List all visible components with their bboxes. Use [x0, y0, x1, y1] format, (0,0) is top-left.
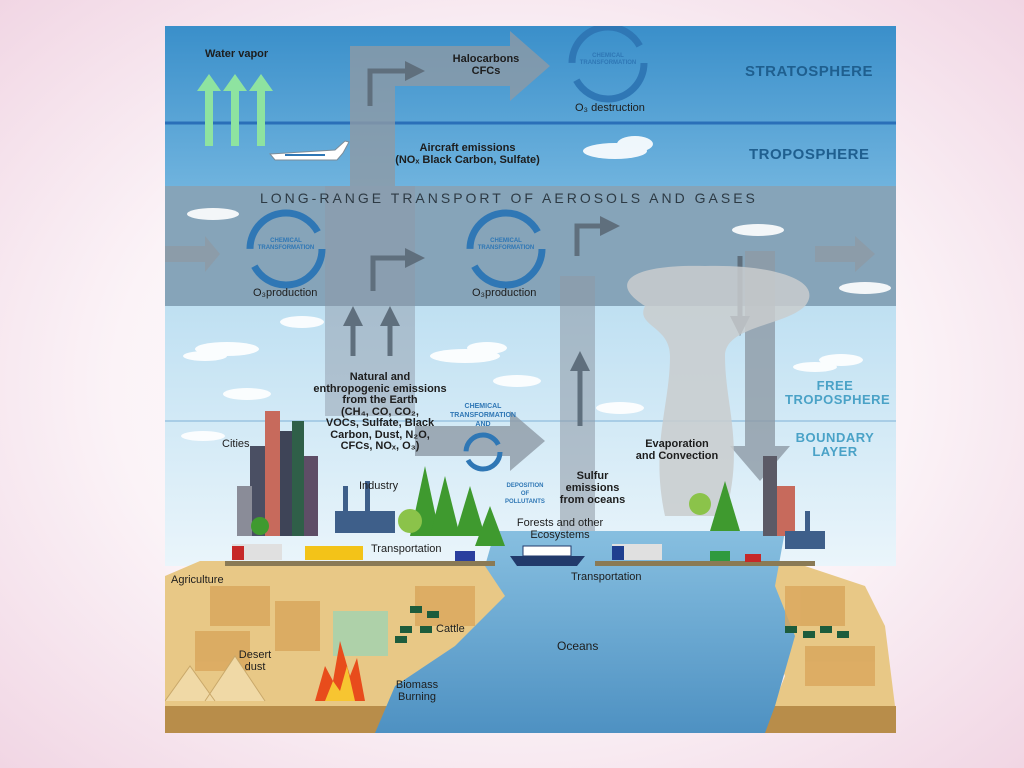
label-transportation-right: Transportation	[571, 571, 642, 583]
label-natural-emissions: Natural and enthropogenic emissions from…	[313, 371, 447, 452]
factories	[335, 481, 825, 549]
label-deposition: DEPOSITION OF POLLUTANTS	[505, 483, 545, 505]
label-industry: Industry	[359, 480, 399, 492]
label-biomass-burning: Biomass Burning	[395, 679, 439, 703]
trees	[251, 466, 740, 546]
fields	[195, 586, 875, 686]
label-aircraft-emissions: Aircraft emissions(NOₓ Black Carbon, Sul…	[395, 142, 540, 166]
clouds	[181, 136, 891, 441]
label-transportation-left: Transportation	[371, 543, 442, 555]
label-o3-production-mid: O₃production	[472, 287, 537, 299]
label-desert-dust: Desert dust	[238, 649, 272, 673]
city-left	[237, 411, 318, 536]
label-water-vapor: Water vapor	[205, 48, 269, 60]
greenhouse	[333, 611, 388, 656]
label-o3-destruction: O₃ destruction	[575, 102, 645, 114]
layer-free-troposphere: FREE TROPOSPHERE	[785, 378, 891, 407]
city-right	[763, 456, 795, 536]
road-left	[225, 561, 495, 566]
label-evaporation-convection: Evaporation and Convection	[635, 438, 719, 462]
long-range-transport-banner: LONG-RANGE TRANSPORT OF AEROSOLS AND GAS…	[260, 190, 758, 206]
diagram-slide: STRATOSPHERE TROPOSPHERE FREE TROPOSPHER…	[165, 26, 896, 733]
layer-boundary: BOUNDARY LAYER	[795, 430, 875, 459]
label-sulfur-emissions: Sulfur emissions from oceans	[559, 470, 626, 506]
convection-cloud	[627, 265, 810, 516]
layer-stratosphere: STRATOSPHERE	[745, 63, 873, 80]
label-cities: Cities	[222, 438, 250, 450]
water-vapor-arrows	[197, 74, 273, 146]
desert-dunes	[165, 655, 266, 702]
cattle-herd	[395, 606, 849, 643]
chemical-cycles	[246, 26, 648, 472]
ocean	[375, 531, 795, 733]
vehicles	[232, 544, 761, 562]
label-forests-ecosystems: Forests and other Ecosystems	[516, 517, 604, 541]
label-oceans: Oceans	[557, 639, 599, 653]
biomass-fire	[315, 641, 365, 701]
ship	[510, 545, 585, 566]
road-right	[595, 561, 815, 566]
label-cattle: Cattle	[436, 623, 465, 635]
aircraft	[268, 140, 350, 161]
layer-troposphere: TROPOSPHERE	[749, 146, 870, 163]
diagram-artwork	[165, 26, 896, 733]
label-agriculture: Agriculture	[171, 574, 224, 586]
label-o3-production-left: O₃production	[253, 287, 318, 299]
